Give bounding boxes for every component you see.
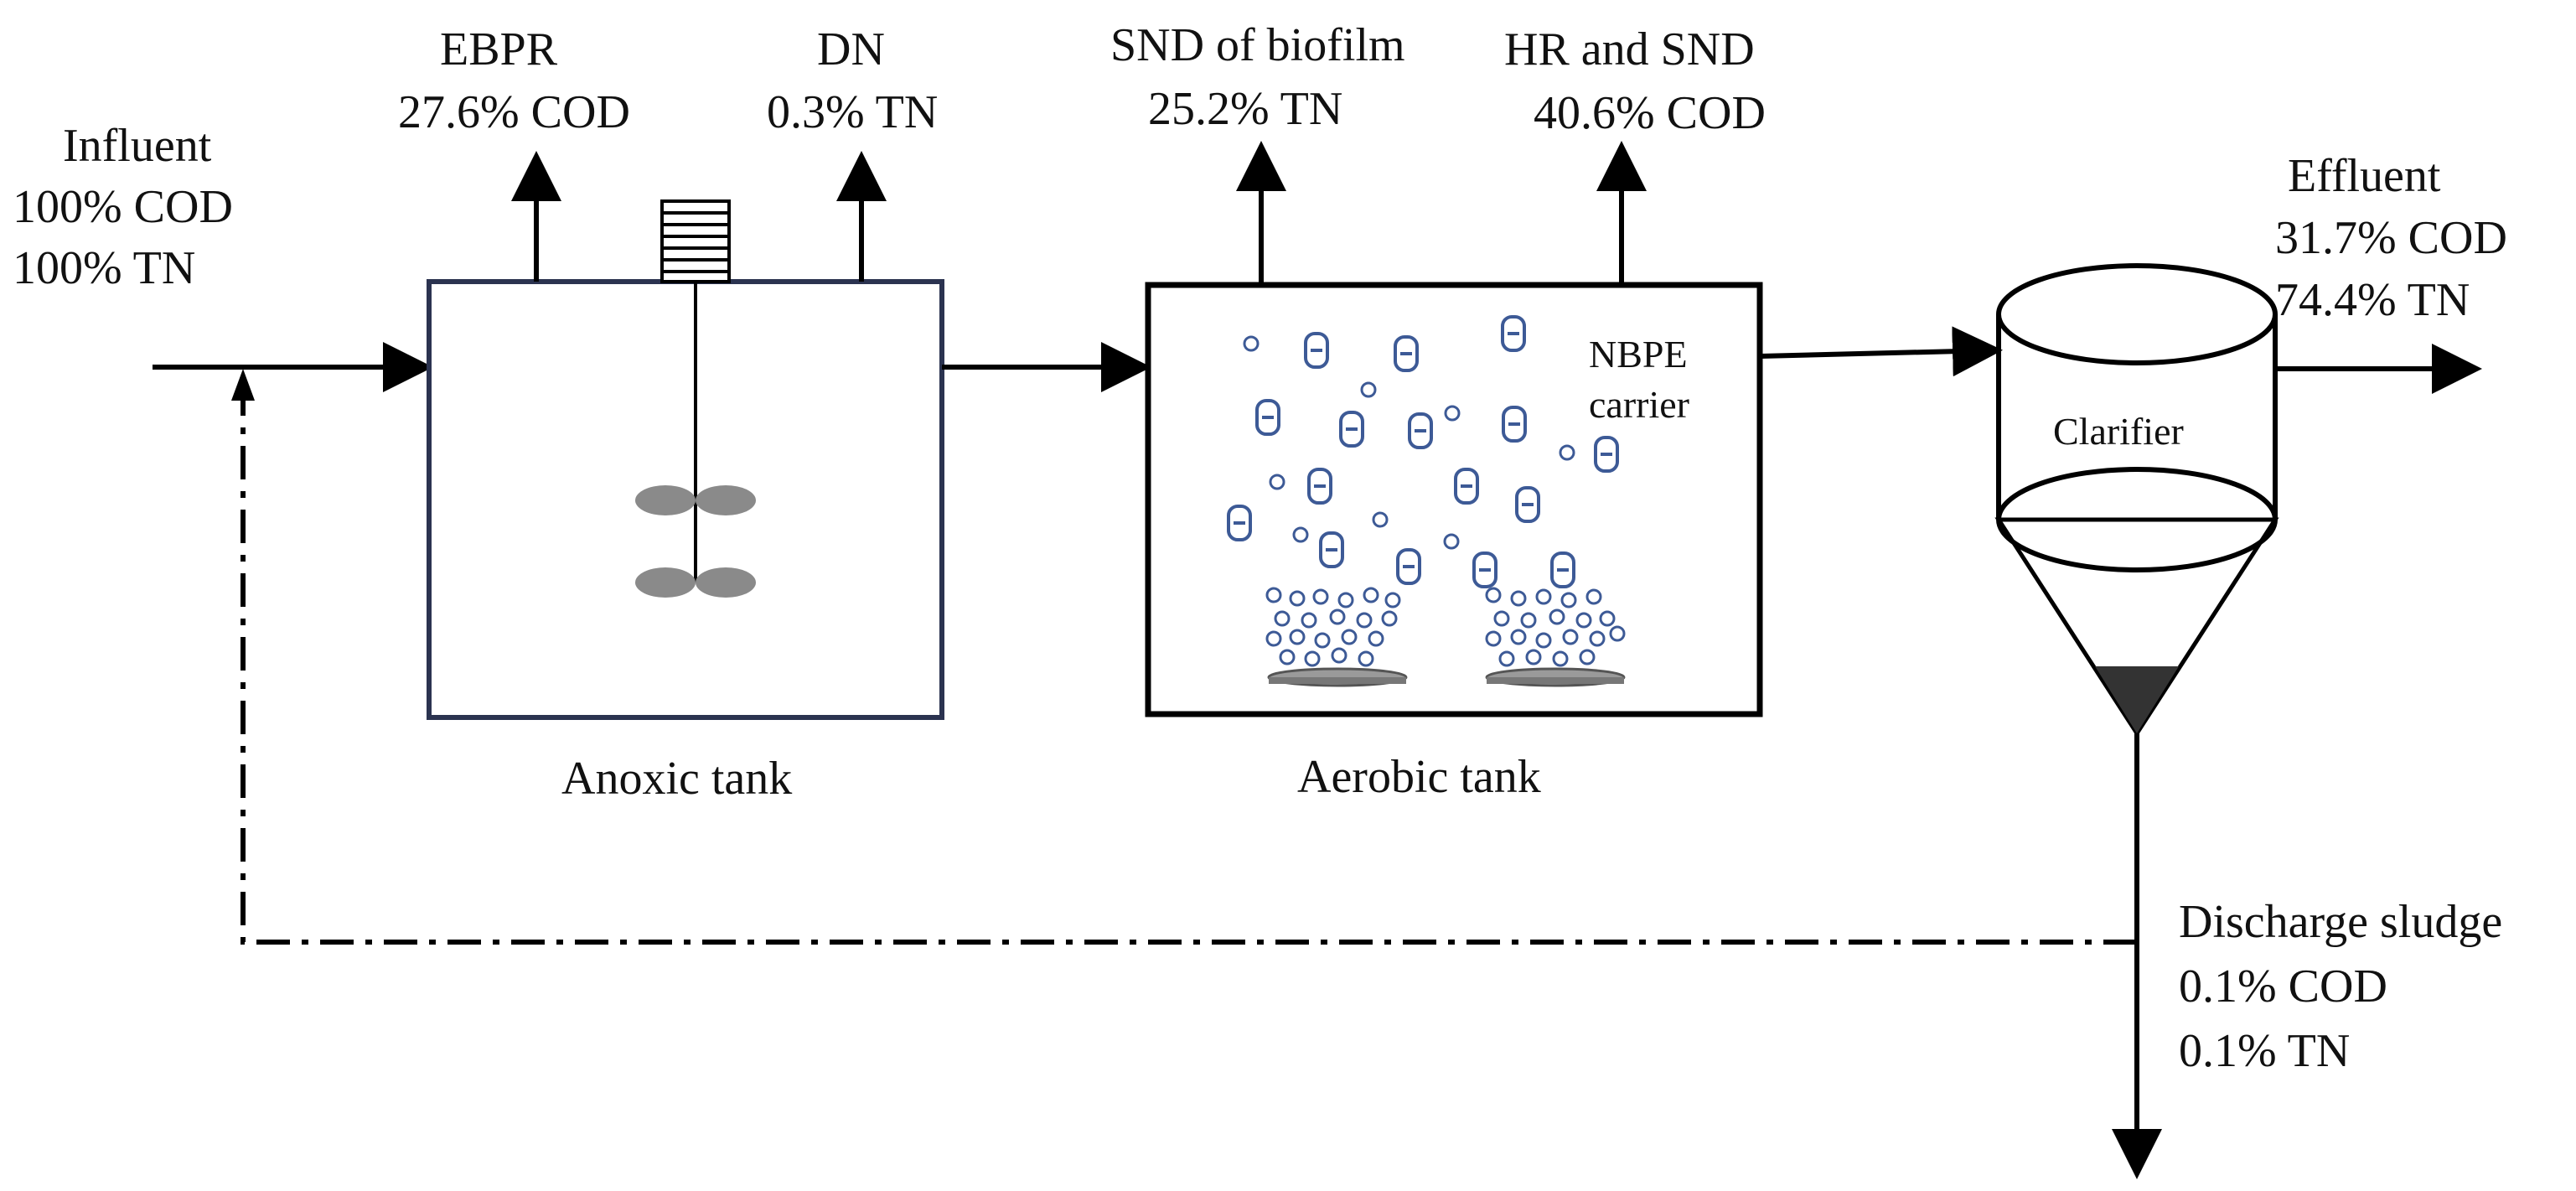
aerobic-tank-label: Aerobic tank	[1297, 751, 1541, 803]
diffuser-plates	[1267, 667, 1626, 687]
mixer-impeller-icon	[635, 282, 756, 598]
nbpe-carriers	[1227, 315, 1619, 588]
carrier-icon	[1515, 486, 1540, 523]
influent-tn: 100% TN	[13, 242, 195, 294]
effluent-title: Effluent	[2288, 150, 2441, 202]
discharge-title: Discharge sludge	[2179, 896, 2502, 948]
mixer-motor-icon	[660, 199, 731, 283]
carrier-label-line1: NBPE	[1589, 333, 1688, 375]
carrier-icon	[1550, 551, 1575, 588]
carrier-icon	[1339, 411, 1364, 448]
carrier-icon	[1307, 468, 1332, 505]
carrier-icon	[1408, 412, 1433, 449]
influent-label: Influent 100% COD 100% TN	[13, 120, 233, 294]
carrier-icon	[1454, 468, 1479, 505]
influent-title: Influent	[63, 120, 212, 172]
hr-snd-value: 40.6% COD	[1534, 87, 1766, 139]
effluent-cod: 31.7% COD	[2275, 212, 2507, 264]
carrier-icon	[1502, 406, 1527, 443]
carrier-icon	[1319, 531, 1344, 568]
ebpr-title: EBPR	[440, 23, 558, 75]
carrier-icon	[1501, 315, 1526, 352]
carrier-icon	[1227, 505, 1252, 541]
aerobic-to-clarifier-arrow	[1759, 326, 2003, 377]
dn-title: DN	[817, 23, 885, 75]
sludge-return-arrowhead	[231, 369, 255, 401]
dn-value: 0.3% TN	[767, 86, 938, 138]
sludge-return-line	[241, 394, 2137, 945]
ebpr-value: 27.6% COD	[398, 86, 630, 138]
effluent-tn: 74.4% TN	[2275, 274, 2470, 326]
air-bubbles	[1243, 335, 1626, 667]
carrier-icon	[1304, 332, 1329, 369]
discharge-cod: 0.1% COD	[2179, 961, 2387, 1012]
snd-biofilm-title: SND of biofilm	[1110, 19, 1405, 71]
hr-snd-title: HR and SND	[1504, 23, 1755, 75]
discharge-tn: 0.1% TN	[2179, 1025, 2350, 1077]
clarifier-label: Clarifier	[2053, 410, 2184, 453]
influent-cod: 100% COD	[13, 181, 233, 233]
carrier-label-line2: carrier	[1589, 383, 1689, 426]
carrier-icon	[1594, 436, 1619, 473]
snd-biofilm-value: 25.2% TN	[1148, 83, 1342, 135]
anoxic-tank-label: Anoxic tank	[561, 753, 792, 805]
carrier-icon	[1255, 399, 1280, 436]
carrier-icon	[1472, 551, 1497, 588]
aerobic-tank	[1145, 282, 1763, 717]
carrier-icon	[1394, 335, 1419, 372]
clarifier	[1994, 263, 2279, 738]
carrier-icon	[1396, 548, 1421, 585]
